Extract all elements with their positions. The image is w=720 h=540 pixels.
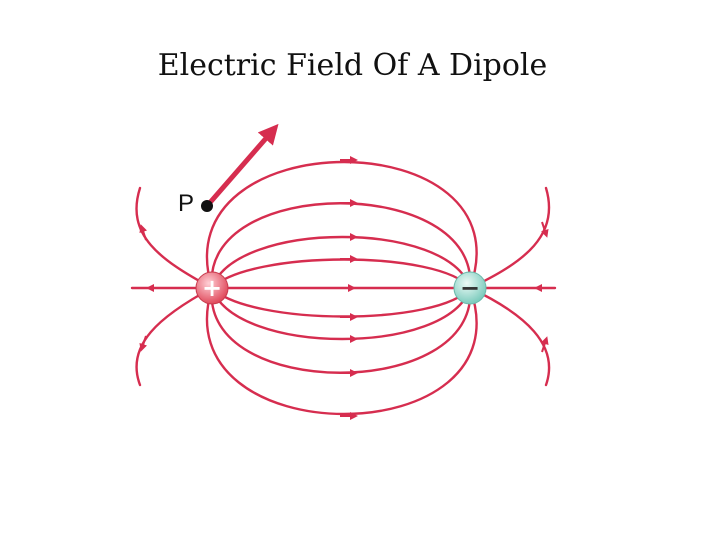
- page-title: Electric Field Of A Dipole: [157, 48, 548, 83]
- field-line-left-upper: [135, 186, 214, 290]
- field-line-lower-1: [210, 286, 472, 318]
- right-lower-arrow: [540, 336, 549, 353]
- point-p-label: P: [178, 190, 194, 217]
- negative-charge-label: −: [460, 274, 480, 302]
- field-line-lower-2: [210, 286, 472, 341]
- field-vector-arrow: [204, 123, 279, 209]
- field-line-upper-1: [210, 258, 472, 290]
- left-lower-arrow: [139, 335, 148, 352]
- field-line-upper-3: [210, 202, 472, 290]
- field-line-lower-3: [210, 286, 472, 374]
- point-p-dot: [201, 200, 213, 212]
- field-line-left-lower: [135, 286, 214, 387]
- field-line-lower-4: [205, 286, 478, 416]
- field-line-upper-4: [205, 160, 478, 290]
- field-line-right-lower: [468, 286, 551, 387]
- right-upper-arrow: [540, 221, 549, 238]
- left-upper-arrow: [139, 224, 148, 241]
- field-line-upper-2: [210, 235, 472, 290]
- field-line-right-upper: [468, 186, 551, 290]
- positive-charge: [195, 271, 229, 305]
- positive-charge-label: +: [202, 274, 222, 302]
- negative-charge: [453, 271, 487, 305]
